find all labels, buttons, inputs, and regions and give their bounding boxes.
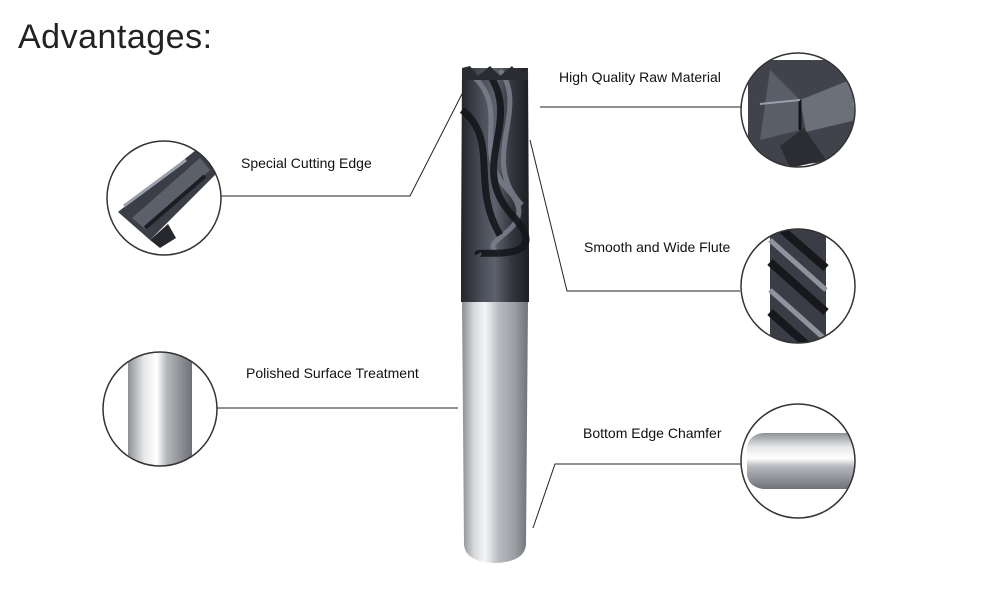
raw-material-closeup [740, 52, 856, 168]
end-mill-shank [462, 300, 528, 563]
flute-label: Smooth and Wide Flute [584, 239, 731, 255]
cutting-edge-label: Special Cutting Edge [241, 155, 372, 171]
surface-closeup [102, 351, 218, 467]
leader-lines [217, 91, 741, 529]
chamfer-label: Bottom Edge Chamfer [583, 425, 722, 441]
surface-treatment-label: Polished Surface Treatment [246, 365, 419, 381]
page-title: Advantages: [18, 18, 213, 56]
cutting-edge-closeup [106, 140, 222, 256]
end-mill-neck [461, 252, 529, 302]
leader-chamfer [532, 463, 741, 529]
leader-flute [529, 139, 740, 292]
leader-cutting-edge [221, 91, 464, 197]
flute-closeup [740, 228, 856, 344]
chamfer-closeup [740, 403, 856, 519]
raw-material-label: High Quality Raw Material [559, 69, 721, 85]
end-mill [459, 66, 530, 563]
